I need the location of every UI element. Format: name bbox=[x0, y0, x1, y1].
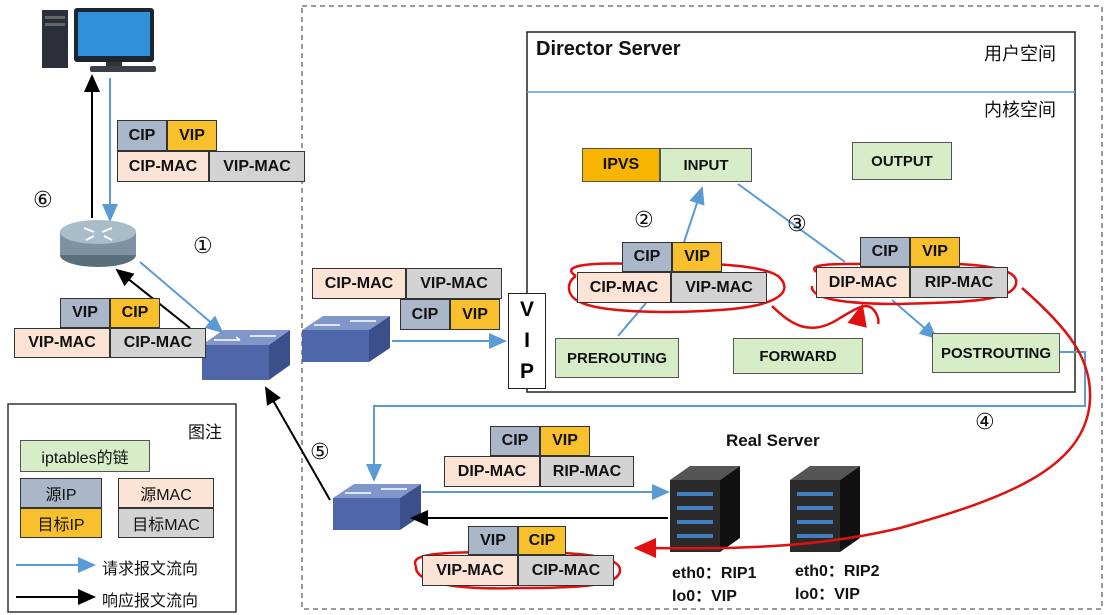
pkt-client-resp-src-ip: VIP bbox=[60, 298, 110, 328]
real-server-1-icon bbox=[670, 466, 740, 552]
vip-letter-p: P bbox=[519, 360, 534, 384]
user-space-label: 用户空间 bbox=[984, 44, 1056, 64]
legend-request-label: 请求报文流向 bbox=[102, 561, 199, 578]
request-line-prerouting bbox=[617, 302, 647, 337]
pkt-real-resp-src-mac: VIP-MAC bbox=[422, 555, 518, 586]
pkt-pre-dst-ip: VIP bbox=[672, 242, 722, 272]
pkt-post-dst-ip: VIP bbox=[910, 237, 960, 267]
pkt-real-req-dst-ip: VIP bbox=[540, 426, 590, 456]
chain-input: INPUT bbox=[660, 148, 752, 182]
request-arrow-to-real-switch bbox=[366, 351, 1086, 482]
vip-letter-i: I bbox=[524, 328, 530, 352]
pkt-switch-dst-ip: VIP bbox=[450, 299, 500, 330]
director-title: Director Server bbox=[536, 38, 681, 60]
step-1: ① bbox=[193, 234, 213, 259]
pkt-switch-src-ip: CIP bbox=[400, 299, 450, 330]
pkt-post-dst-mac: RIP-MAC bbox=[910, 267, 1008, 298]
pkt-client-req-src-mac: CIP-MAC bbox=[117, 151, 209, 182]
request-line-input-post bbox=[737, 183, 846, 263]
request-arrow-to-postrouting bbox=[891, 299, 938, 340]
server-region-border bbox=[301, 5, 1103, 610]
pkt-client-req-dst-ip: VIP bbox=[167, 120, 217, 151]
legend-chain-label: iptables的链 bbox=[41, 450, 129, 467]
legend-dst-mac: 目标MAC bbox=[118, 508, 214, 538]
pkt-switch-dst-mac: VIP-MAC bbox=[406, 268, 502, 299]
pkt-real-resp-dst-ip: CIP bbox=[518, 526, 566, 555]
pkt-switch-src-mac: CIP-MAC bbox=[312, 268, 406, 299]
legend-src-ip: 源IP bbox=[20, 478, 102, 508]
pkt-post-src-mac: DIP-MAC bbox=[816, 267, 910, 298]
real-server-title: Real Server bbox=[726, 431, 820, 450]
step-2: ② bbox=[634, 208, 654, 233]
pkt-real-resp-src-ip: VIP bbox=[468, 526, 518, 555]
step-3: ③ bbox=[787, 212, 807, 237]
pkt-real-req-dst-mac: RIP-MAC bbox=[540, 456, 634, 487]
step-5: ⑤ bbox=[310, 440, 330, 465]
highlight-link-curve bbox=[633, 287, 1092, 559]
legend-title: 图注 bbox=[188, 423, 222, 442]
rs1-eth0-label: eth0：RIP1 bbox=[672, 565, 757, 582]
pkt-post-src-ip: CIP bbox=[860, 237, 910, 267]
pkt-real-req-src-mac: DIP-MAC bbox=[444, 456, 540, 487]
director-border bbox=[526, 31, 1076, 393]
vip-letter-v: V bbox=[519, 297, 534, 321]
response-arrow-to-switch bbox=[265, 386, 331, 501]
pkt-client-resp-dst-ip: CIP bbox=[110, 298, 160, 328]
router-icon bbox=[60, 220, 136, 267]
pkt-client-req-src-ip: CIP bbox=[117, 120, 167, 151]
legend-response-label: 响应报文流向 bbox=[102, 593, 199, 610]
chain-prerouting: PREROUTING bbox=[555, 338, 679, 378]
step-4: ④ bbox=[975, 410, 995, 435]
legend-dst-ip: 目标IP bbox=[20, 508, 102, 538]
pkt-real-resp-dst-mac: CIP-MAC bbox=[518, 555, 614, 586]
chain-forward: FORWARD bbox=[733, 338, 863, 374]
step-6: ⑥ bbox=[33, 188, 53, 213]
chain-ipvs: IPVS bbox=[582, 148, 660, 182]
kernel-space-label: 内核空间 bbox=[984, 100, 1056, 120]
legend-src-mac: 源MAC bbox=[118, 478, 214, 508]
pkt-client-resp-src-mac: VIP-MAC bbox=[14, 328, 110, 358]
request-arrow-router-switch bbox=[139, 261, 224, 334]
switch-icon-2 bbox=[302, 316, 390, 362]
rs2-eth0-label: eth0：RIP2 bbox=[795, 563, 880, 580]
vip-interface: V I P bbox=[508, 293, 546, 389]
rewrite-arrow-head bbox=[847, 303, 867, 328]
pkt-client-req-dst-mac: VIP-MAC bbox=[209, 151, 305, 182]
highlight-real-resp-mac bbox=[413, 550, 622, 590]
chain-postrouting: POSTROUTING bbox=[932, 333, 1060, 373]
switch-icon-3 bbox=[333, 484, 421, 530]
computer-icon bbox=[42, 8, 156, 72]
legend-chain: iptables的链 bbox=[20, 440, 150, 472]
pkt-real-req-src-ip: CIP bbox=[490, 426, 540, 456]
switch-icon-1 bbox=[202, 330, 290, 380]
rs1-lo0-label: lo0：VIP bbox=[672, 588, 737, 605]
pkt-client-resp-dst-mac: CIP-MAC bbox=[110, 328, 206, 358]
pkt-pre-dst-mac: VIP-MAC bbox=[671, 272, 767, 303]
request-arrow-to-input bbox=[683, 186, 705, 243]
rs2-lo0-label: lo0：VIP bbox=[795, 586, 860, 603]
chain-output: OUTPUT bbox=[852, 142, 952, 180]
pkt-pre-src-ip: CIP bbox=[622, 242, 672, 272]
pkt-pre-src-mac: CIP-MAC bbox=[577, 272, 671, 303]
